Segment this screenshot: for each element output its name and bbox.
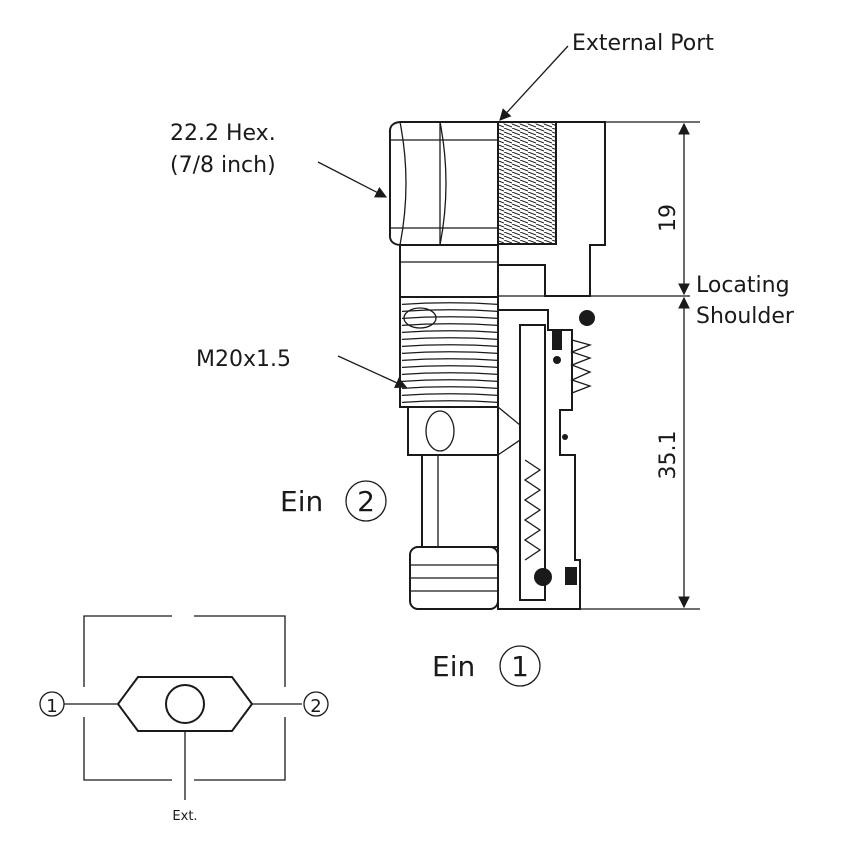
external-thread <box>399 296 499 408</box>
dimensions: 19 35.1 <box>580 121 700 610</box>
schematic-ext-label: Ext. <box>172 809 197 824</box>
locating-shoulder-label-line1: Locating <box>696 273 790 298</box>
dimension-upper-value: 19 <box>656 204 681 232</box>
cartridge-body <box>388 121 690 610</box>
schematic-port-2-label: 2 <box>310 696 321 717</box>
shuttle-valve-body <box>116 676 254 732</box>
schematic-port-2-circle <box>303 691 329 717</box>
hex-size-label: 22.2 Hex. <box>170 121 276 146</box>
schematic-port-1-circle <box>39 691 65 717</box>
port-2-number: 2 <box>357 485 375 518</box>
external-port-label: External Port <box>572 31 714 56</box>
lower-section <box>497 309 581 610</box>
port-1-word: Ein <box>432 650 475 683</box>
port-1-number: 1 <box>511 650 529 683</box>
port-labels: Ein 2 Ein 1 <box>280 480 541 687</box>
hydraulic-schematic: 1 2 Ext. <box>39 615 329 824</box>
callouts: External Port 22.2 Hex. (7/8 inch) M20x1… <box>170 31 795 388</box>
thread-size-label: M20x1.5 <box>196 347 291 372</box>
schematic-port-1-label: 1 <box>46 696 57 717</box>
port-2-circle <box>345 480 387 522</box>
locating-shoulder-label-line2: Shoulder <box>696 304 795 329</box>
dimension-lower-value: 35.1 <box>656 431 681 480</box>
shuttle-ball <box>165 684 205 724</box>
port-1-circle <box>499 645 541 687</box>
hex-size-inch-label: (7/8 inch) <box>170 153 276 178</box>
port-2-word: Ein <box>280 485 323 518</box>
